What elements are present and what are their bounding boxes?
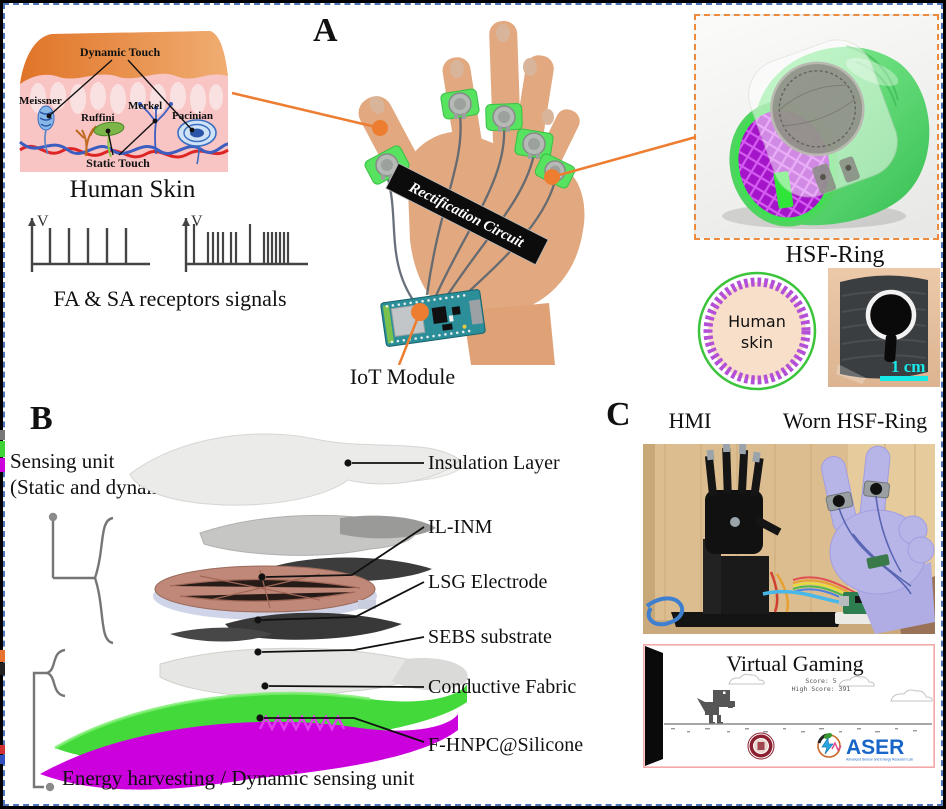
scale-bar: [880, 376, 928, 381]
iot-callout-line: [397, 311, 422, 365]
receptor-signals-plot: V V: [28, 213, 308, 272]
edge-artifact: [0, 650, 5, 662]
pacinian-receptor: [177, 119, 217, 165]
iot-module-caption: IoT Module: [349, 364, 456, 389]
epidermis-layer: [20, 31, 228, 84]
aser-logo-icon: [817, 733, 842, 758]
layer-leader-dots: [254, 459, 352, 722]
university-seal-logo: [747, 732, 775, 760]
sa-spikes: [192, 224, 290, 264]
skin-circle-label-2: skin: [741, 333, 773, 352]
fa-spikes: [48, 228, 128, 264]
panel-c-letter: C: [606, 396, 631, 433]
hsf-ring-box: [694, 14, 939, 240]
human-skin-caption: Human Skin: [69, 176, 196, 203]
merkel-label: Merkel: [128, 100, 162, 112]
dermal-papillae: [30, 82, 223, 114]
hmi-photo: [643, 444, 935, 634]
meissner-label: Meissner: [19, 95, 62, 107]
game-title: Virtual Gaming: [726, 651, 863, 676]
edge-artifact: [0, 441, 5, 457]
worn-ring-2: [863, 480, 890, 499]
edge-artifact: [0, 430, 5, 440]
energy-unit-dot: [45, 782, 55, 792]
gloved-hand: [821, 445, 935, 634]
layer-stack-diagram: Insulation Layer IL-INM LSG Electrode SE…: [32, 433, 583, 792]
screen-bezel: [645, 646, 663, 766]
worn-ring-1: [825, 491, 854, 512]
layer-label-sebs: SEBS substrate: [428, 626, 552, 648]
aser-subtext: Advanced Sensor and Energy Research Lab: [846, 758, 913, 762]
robot-hand: [671, 444, 843, 627]
merkel-receptor: [138, 102, 173, 155]
sensor-window: [865, 289, 917, 341]
energy-harvesting-label: Energy harvesting / Dynamic sensing unit: [62, 766, 415, 790]
panel-a-letter: A: [313, 12, 338, 49]
layer-label-lsg: LSG Electrode: [428, 571, 548, 593]
skin-circle-diagram: Human skin: [697, 271, 817, 391]
worn-hsf-ring-label: Worn HSF-Ring: [782, 408, 928, 433]
sensor-patch: [748, 39, 898, 198]
ground-debris: [671, 728, 917, 733]
hsf-ring-render: [722, 39, 930, 229]
sebs-shape: [159, 647, 422, 698]
sensing-unit-dot: [48, 512, 58, 522]
edge-artifact: [0, 745, 5, 754]
dynamic-touch-label: Dynamic Touch: [80, 45, 161, 59]
annotation-dots: [46, 113, 195, 134]
layer-label-fabric: Conductive Fabric: [428, 676, 576, 698]
human-skin-diagram: Dynamic Touch Static Touch Meissner Ruff…: [19, 31, 229, 172]
meissner-receptor: [37, 105, 55, 155]
panel-b-letter: B: [30, 400, 53, 437]
edge-artifact: [0, 663, 5, 675]
static-touch-label: Static Touch: [86, 156, 150, 170]
sensing-unit-brace: [51, 516, 114, 645]
layer-leader-lines: [261, 462, 425, 743]
insulation-layer-shape: [129, 433, 461, 506]
v-axis-label-2: V: [191, 213, 203, 230]
skin-circle-label-1: Human: [728, 312, 786, 331]
aser-logo: ASER Advanced Sensor and Energy Research…: [817, 733, 913, 762]
layer-label-il-inm: IL-INM: [428, 516, 493, 538]
hsf-ring-caption: HSF-Ring: [785, 242, 885, 268]
hmi-label: HMI: [668, 408, 712, 433]
cloud-icon: [728, 673, 933, 702]
iot-board: [380, 289, 486, 347]
ruffini-label: Ruffini: [81, 112, 115, 124]
finger-ring-photo: 1 cm: [828, 268, 940, 387]
game-high-score: High Score: 391: [792, 685, 851, 693]
aser-wordmark: ASER: [846, 736, 904, 759]
energy-unit-brace: [32, 648, 66, 789]
virtual-gaming-panel: Virtual Gaming Score: 5 High Score: 391: [643, 644, 935, 768]
sensing-unit-line1: Sensing unit: [10, 449, 115, 473]
scale-label: 1 cm: [891, 357, 925, 376]
edge-artifact: [0, 458, 5, 472]
dino-icon: [697, 690, 735, 724]
signals-caption: FA & SA receptors signals: [53, 286, 287, 311]
hand-illustration: Rectification Circuit: [358, 20, 585, 365]
pacinian-label: Pacinian: [172, 110, 213, 122]
wrist: [463, 303, 555, 365]
silicone-sawtooth: [258, 714, 346, 732]
nerve-blue: [19, 140, 229, 155]
layer-label-silicone: F-HNPC@Silicone: [428, 734, 583, 756]
layer-label-insulation: Insulation Layer: [428, 452, 560, 474]
v-axis-label-1: V: [37, 213, 49, 230]
silicone-shape: [40, 714, 458, 790]
annotation-lines: [48, 59, 193, 156]
edge-artifact: [0, 755, 5, 764]
game-score: Score: 5: [805, 677, 836, 685]
